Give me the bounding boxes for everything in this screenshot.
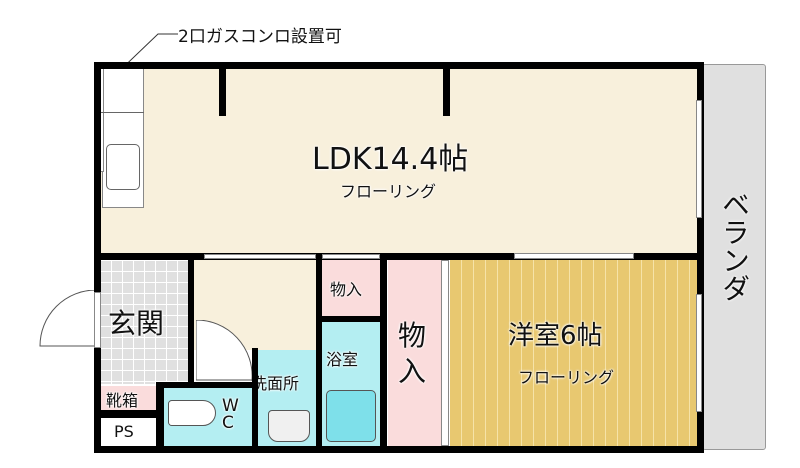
storage-small-label: 物入 [330,280,363,299]
wall-storage-bath [316,316,386,322]
toilet-icon [168,400,216,426]
washroom-label: 洗面所 [251,374,300,393]
stove-divider [96,112,144,113]
western-name: 洋室6帖 [508,321,603,351]
wall-storage-right [380,260,387,446]
shoe-box-label: 靴箱 [106,391,139,410]
ldk-name: LDK14.4帖 [312,142,469,177]
wc-label: W C [222,396,239,433]
wall-top [94,62,704,69]
entrance-door-icon[interactable] [34,290,100,350]
bathtub-icon [326,390,376,442]
wall-wc-top [156,382,256,388]
window-western-right[interactable] [696,294,702,412]
room-ldk [98,68,698,254]
wall-mid-horizontal [94,253,704,260]
window-western-top[interactable] [514,253,634,259]
entrance-label: 玄関 [108,307,165,340]
gas-stove-annotation: 2口ガスコンロ設置可 [178,27,342,47]
door-storage-small[interactable] [322,254,380,259]
western-floor: フローリング [518,368,615,387]
room-entrance [100,260,190,384]
wall-bottom [94,446,704,453]
storage-tall-label: 物 入 [398,319,427,388]
storage-tall [388,260,442,446]
door-swing-icon [196,320,253,381]
wash-basin-icon [268,410,310,442]
wall-stub-2 [443,62,450,116]
ps-label: PS [114,422,134,441]
wall-stub-1 [219,62,226,116]
shoe-box [100,386,156,410]
balcony-label: ベランダ [718,190,751,302]
ldk-floor: フローリング [340,182,437,201]
sink-icon [106,144,140,190]
ps [100,418,156,446]
wall-wash-left [252,348,258,448]
wall-wc-left [156,382,164,452]
room-western [450,260,698,446]
wall-entrance-right [188,260,194,384]
door-ldk-hall[interactable] [204,254,316,259]
window-entrance-door[interactable] [94,292,101,348]
wall-shoebox [100,410,156,418]
bath-label: 浴室 [326,350,359,369]
window-ldk-right[interactable] [696,100,702,218]
wall-storage-left [316,260,322,446]
storage-small [322,260,380,318]
storage-door [441,260,449,446]
